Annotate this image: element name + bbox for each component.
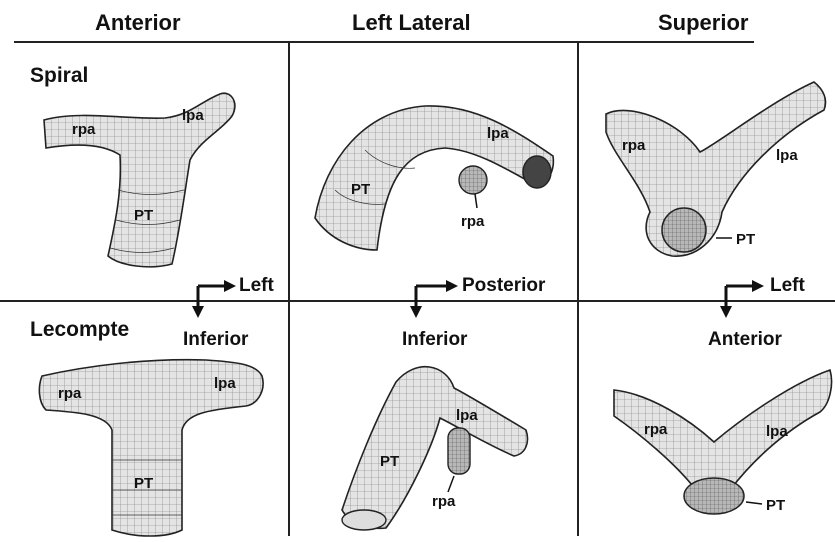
label-pt: PT <box>351 181 370 198</box>
column-divider-2 <box>577 41 579 536</box>
header-anterior: Anterior <box>95 10 181 36</box>
orientation-arrows-superior <box>716 274 776 324</box>
label-pt: PT <box>766 497 785 514</box>
lecompte-superior-model: rpa lpa PT <box>610 364 835 524</box>
label-rpa: rpa <box>72 121 96 138</box>
label-lpa: lpa <box>766 423 788 440</box>
label-rpa: rpa <box>58 385 82 402</box>
axis-label-inferior: Inferior <box>183 329 248 351</box>
lecompte-left-lateral-model: PT lpa rpa <box>336 358 536 540</box>
header-left-lateral: Left Lateral <box>352 10 471 36</box>
header-divider <box>14 41 754 43</box>
axis-label-left-superior: Left <box>770 275 805 297</box>
label-rpa: rpa <box>432 493 456 510</box>
column-divider-1 <box>288 41 290 536</box>
row-label-lecompte: Lecompte <box>30 318 129 342</box>
axis-label-anterior: Anterior <box>708 329 782 351</box>
label-lpa: lpa <box>487 125 509 142</box>
axis-label-inferior-lateral: Inferior <box>402 329 467 351</box>
spiral-anterior-model: rpa lpa PT <box>30 80 280 270</box>
spiral-left-lateral-model: PT lpa rpa <box>305 90 565 270</box>
label-pt: PT <box>736 231 755 248</box>
axis-label-posterior: Posterior <box>462 275 545 297</box>
spiral-superior-model: rpa lpa PT <box>600 72 830 272</box>
label-rpa: rpa <box>644 421 668 438</box>
label-lpa: lpa <box>182 107 204 124</box>
label-pt: PT <box>134 475 153 492</box>
label-lpa: lpa <box>214 375 236 392</box>
label-lpa: lpa <box>456 407 478 424</box>
label-pt: PT <box>380 453 399 470</box>
axis-label-left: Left <box>239 275 274 297</box>
header-superior: Superior <box>658 10 748 36</box>
lecompte-anterior-model: rpa lpa PT <box>36 350 276 540</box>
orientation-arrows-left-lateral <box>406 274 466 324</box>
label-lpa: lpa <box>776 147 798 164</box>
label-pt: PT <box>134 207 153 224</box>
label-rpa: rpa <box>461 213 485 230</box>
label-rpa: rpa <box>622 137 646 154</box>
